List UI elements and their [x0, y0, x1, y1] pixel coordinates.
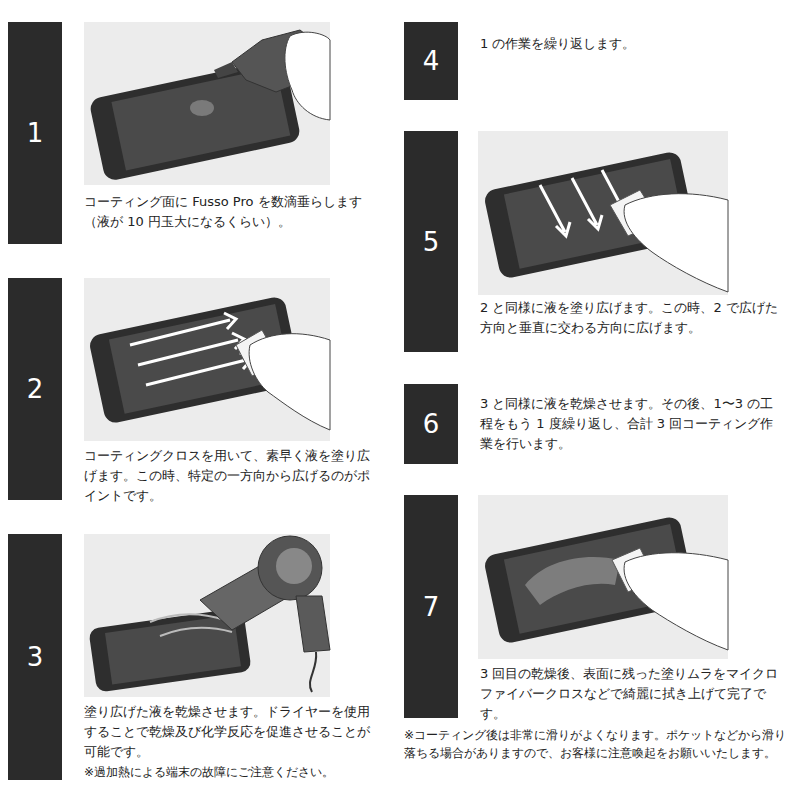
- step-number-box: 6: [404, 384, 458, 464]
- direction-arrow: [146, 353, 252, 385]
- step-number: 2: [27, 374, 44, 404]
- step-number: 4: [423, 46, 440, 76]
- step-number-box: 7: [404, 495, 458, 718]
- bottle-nozzle: [214, 62, 238, 78]
- instruction-text: 塗り広げた液を乾燥させます。ドライヤーを使用することで乾燥及び化学反応を促進させ…: [84, 702, 374, 762]
- hand: [285, 32, 330, 120]
- step-number-box: 2: [8, 278, 62, 500]
- note-text: ※過加熱による端末の故障にご注意ください。: [84, 764, 384, 780]
- step-number: 7: [423, 592, 440, 622]
- step-number: 5: [423, 227, 440, 257]
- illustration-panel: [478, 495, 728, 659]
- instruction-text: 3 と同様に液を乾燥させます。その後、1〜3 の工程をもう 1 度繰り返し、合計…: [480, 394, 780, 454]
- instruction-text: 1 の作業を繰り返します。: [480, 34, 780, 54]
- dryer-handle: [296, 596, 330, 652]
- step-number: 6: [423, 409, 440, 439]
- dryer-fan: [276, 548, 312, 584]
- direction-arrow: [572, 178, 602, 229]
- instruction-text: コーティングクロスを用いて、素早く液を塗り広げます。この時、特定の一方向から広げ…: [84, 446, 374, 506]
- illustration-panel: [84, 22, 330, 185]
- step-number-box: 1: [8, 22, 62, 244]
- step-number-box: 4: [404, 22, 458, 100]
- step-number-box: 5: [404, 131, 458, 352]
- illustration-panel: [84, 534, 330, 697]
- illustration-panel: [478, 131, 728, 295]
- instruction-text: 2 と同様に液を塗り広げます。この時、2 で広げた方向と垂直に交わる方向に広げま…: [480, 298, 780, 338]
- dryer-body: [258, 536, 322, 600]
- phone-screen: [105, 615, 241, 685]
- step-number-box: 3: [8, 534, 62, 780]
- instruction-text: コーティング面に Fusso Pro を数滴垂らします（液が 10 円玉大になる…: [84, 192, 374, 232]
- step-number: 3: [27, 642, 44, 672]
- note-text: ※コーティング後は非常に滑りがよくなります。ポケットなどから滑り落ちる場合があり…: [404, 726, 794, 762]
- direction-arrow: [540, 185, 570, 236]
- hand: [249, 334, 330, 430]
- instruction-text: 3 回目の乾燥後、表面に残った塗りムラをマイクロファイバークロスなどで綺麗に拭き…: [480, 664, 780, 724]
- step-number: 1: [27, 118, 44, 148]
- liquid-drop: [190, 100, 214, 116]
- illustration-panel: [84, 278, 330, 441]
- coating-smear: [525, 557, 620, 605]
- direction-arrow: [138, 333, 244, 365]
- hand: [624, 553, 728, 650]
- hand: [624, 194, 728, 292]
- dryer-cord: [310, 652, 316, 692]
- direction-arrow: [130, 313, 236, 345]
